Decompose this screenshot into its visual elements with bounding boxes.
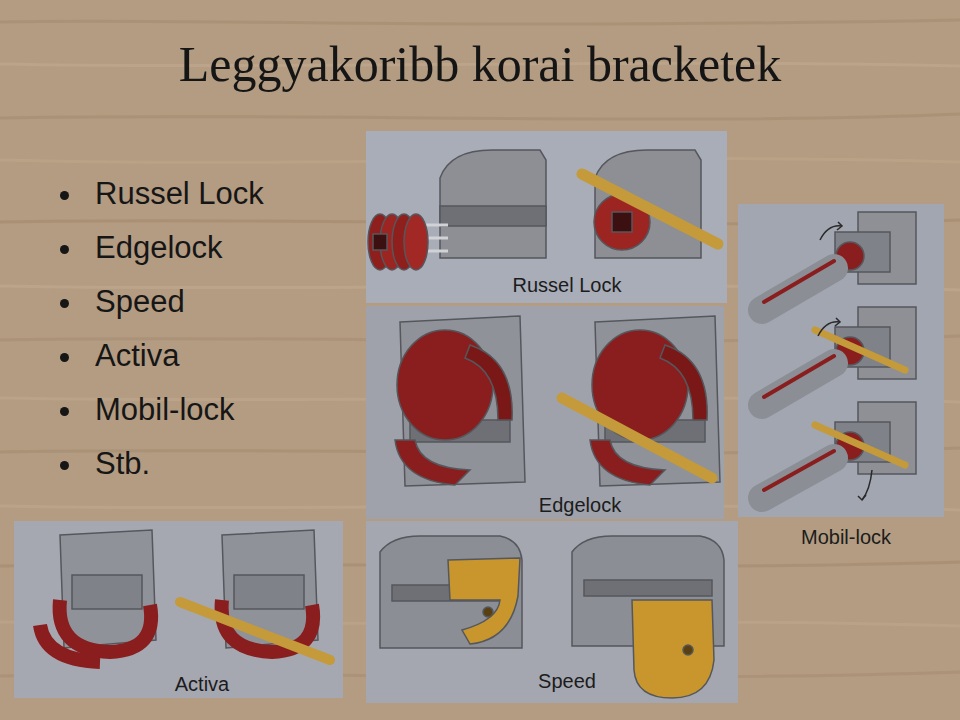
panel-caption: Edgelock [539,494,621,517]
bullet-dot [60,245,69,254]
bullet-dot [60,191,69,200]
bullet-item: Activa [95,338,179,374]
bracket-panel: Edgelock [366,306,724,519]
bullet-item: Russel Lock [95,176,264,212]
bracket-panel: Mobil-lock [738,204,944,517]
bullet-dot [60,299,69,308]
panel-caption: Mobil-lock [801,526,891,549]
bullet-item: Mobil-lock [95,392,235,428]
bullet-item: Stb. [95,446,150,482]
panel-caption: Speed [538,670,596,693]
panel-caption: Russel Lock [513,274,622,297]
bullet-item: Speed [95,284,185,320]
bullet-item: Edgelock [95,230,223,266]
bracket-panel: Speed [366,521,738,703]
bracket-panel: Russel Lock [366,131,727,303]
slide-title: Leggyakoribb korai bracketek [179,36,782,94]
bullet-dot [60,407,69,416]
bullet-dot [60,461,69,470]
bracket-panel: Activa [14,521,343,698]
panel-caption: Activa [175,673,229,696]
bullet-dot [60,353,69,362]
